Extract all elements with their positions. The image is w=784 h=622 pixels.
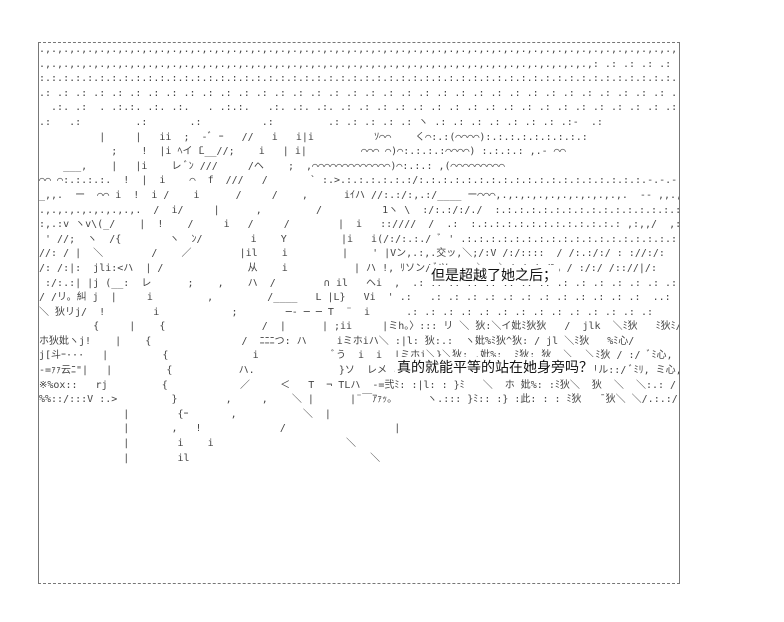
art-line: ※%ox:: rj { ／ ＜ T ¬ TLハ ‐=弐ﾐ: :|l: : }ﾐ … (39, 379, 679, 391)
art-line: .: .: .: .: .: .: .: .: .: .: ヽ .: .: .:… (39, 116, 603, 128)
art-line: ' //; ヽ /{ ヽ ﾝ/ i Y |i i(/:/:.:./ ﾞ ' .:… (39, 233, 679, 245)
art-line: | il ＼ (39, 452, 381, 464)
art-line: ⌒⌒ ⌒:.:.:.:. ! | i ⌒ f /// / ` :.>.:.:.:… (39, 175, 679, 187)
art-line: / /リ。糾 j | i , /____ L |L} Vi ' .: .: .:… (39, 292, 671, 304)
art-line: _,,. ー ⌒⌒ i ! i / i / / , iｲハ //:.:/:,.:… (39, 189, 679, 201)
art-line: ___, | |i レ ﾞﾝ /// /ヘ ; ,⌒⌒⌒⌒⌒⌒⌒⌒⌒⌒⌒⌒⌒)⌒… (39, 160, 505, 172)
art-line: ホ狄妣ヽj! | { / ﾆﾆﾆつ: ハ iミホiハ＼ :|l: 狄:.: ヽ妣… (39, 335, 635, 347)
art-line: .,.,.,.,.,.,.,.,. / i/ | , / 1ヽ \ :/:.:/… (39, 204, 679, 216)
art-line: :,.:v ヽv\(_/ | ! / i / / | i :://// / .:… (39, 219, 679, 231)
art-line: ; ! |i ﾍイ ̄L__//; i | i| ⌒⌒⌒ ⌒)⌒:.:.:.:⌒… (39, 146, 566, 158)
art-line: %%::/:::V :.> } , , ＼ | |¨￣ｱｧｯ。 ヽ.::: }ﾐ… (39, 394, 679, 406)
art-line: | | ii ; -ﾞ ｰ // i i|i ｿ⌒⌒ く⌒:.:(⌒⌒⌒⌒):.… (39, 131, 588, 143)
art-line: .,.,.,.,.,.,.,.,.,.,.,.,.,.,.,.,.,.,.,.,… (39, 44, 679, 55)
art-line: :.:.:.:.:.:.:.:.:.:.:.:.:.:.:.:.:.:.:.:.… (39, 73, 679, 85)
ascii-art-frame: .,.,.,.,.,.,.,.,.,.,.,.,.,.,.,.,.,.,.,.,… (38, 42, 680, 584)
ascii-art: .,.,.,.,.,.,.,.,.,.,.,.,.,.,.,.,.,.,.,.,… (39, 43, 679, 583)
art-line: | {ｰ , ＼ | (39, 408, 331, 420)
caption-line-1: 但是超越了她之后； (429, 265, 559, 285)
art-line: :/:.:| |j (__: レ ; , ハ / ∩ il ヘi , .: .:… (39, 277, 679, 289)
art-line: | i i ＼ (39, 438, 357, 450)
art-line: .,.,.,.,.,.,.,.,.,.,.,.,.,.,.,.,.,.,.,.,… (39, 58, 679, 70)
art-line: .:. .: . .:.:. .:. .:. . .:.:. .:. .:. .… (39, 102, 678, 114)
caption-line-2: 真的就能平等的站在她身旁吗？ (395, 357, 595, 377)
art-line: /: /:|: jli:<ハ | / 从 i | ハ !, ﾘソン/ ﾞツぃ, … (39, 262, 657, 274)
art-line: | , ! / | (39, 423, 401, 435)
art-line: j[斗ｰ··· | { i ﾞう i i |ミホi＼}＼狄: ,妣%: ﾐ狄: … (39, 350, 673, 362)
art-line: { | { / | | ;ii |ミh。〉::: リ ＼ 狄:＼イ妣ﾐ狄狄 / … (39, 321, 679, 333)
art-line: .: .: .: .: .: .: .: .: .: .: .: .: .: .… (39, 87, 679, 99)
art-line: ＼ 狄リj/ ! i ; ─‐ ─ ─ T ¨ i .: .: .: .: .:… (39, 306, 653, 318)
art-line: //: / | ＼ / ／ |il i | ' |Vン,.:,.交ッ,＼;/:V… (39, 248, 665, 260)
